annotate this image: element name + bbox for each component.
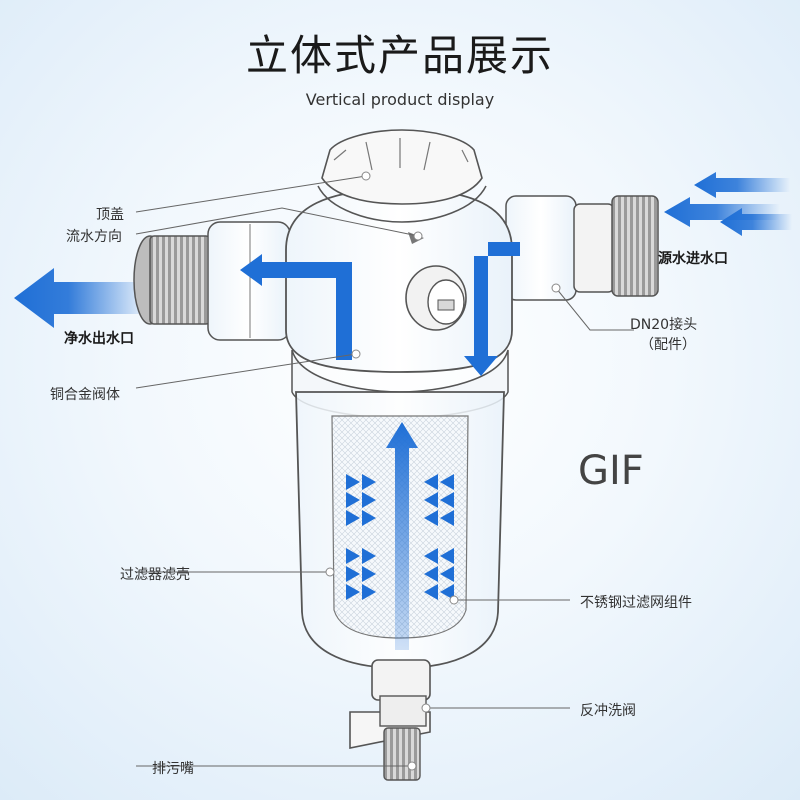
label-clean-outlet: 净水出水口: [64, 331, 134, 347]
label-filter-shell: 过滤器滤壳: [120, 567, 190, 583]
page-subtitle: Vertical product display: [305, 90, 495, 109]
label-copper-body: 铜合金阀体: [50, 387, 120, 403]
label-backwash-valve: 反冲洗阀: [580, 703, 636, 719]
page-title: 立体式产品展示: [245, 31, 554, 80]
callout-dots: [325, 171, 561, 771]
label-stainless-mesh: 不锈钢过滤网组件: [580, 595, 692, 611]
label-drain-nozzle: 排污嘴: [152, 761, 194, 777]
label-source-inlet: 源水进水口: [658, 251, 728, 267]
label-flow-direction: 流水方向: [66, 229, 122, 245]
label-dn20-accessory: （配件）: [640, 337, 696, 353]
mesh-inflow-arrows: [346, 474, 454, 600]
callout-lines: [135, 175, 634, 767]
drain-nozzle: [383, 727, 421, 781]
backwash-valve: [349, 659, 431, 749]
internal-flow-arrows: [240, 242, 520, 650]
label-dn20-joint: DN20接头: [630, 317, 698, 333]
top-cover: [317, 129, 487, 244]
outlet-fitting: [133, 221, 291, 341]
inlet-flow-arrows: [664, 172, 792, 236]
outlet-flow-arrow: [14, 268, 150, 328]
gif-badge: GIF: [578, 448, 644, 494]
dn20-joint-fitting: [505, 195, 659, 301]
label-top-cover: 顶盖: [96, 207, 124, 223]
control-knob: [405, 265, 467, 331]
